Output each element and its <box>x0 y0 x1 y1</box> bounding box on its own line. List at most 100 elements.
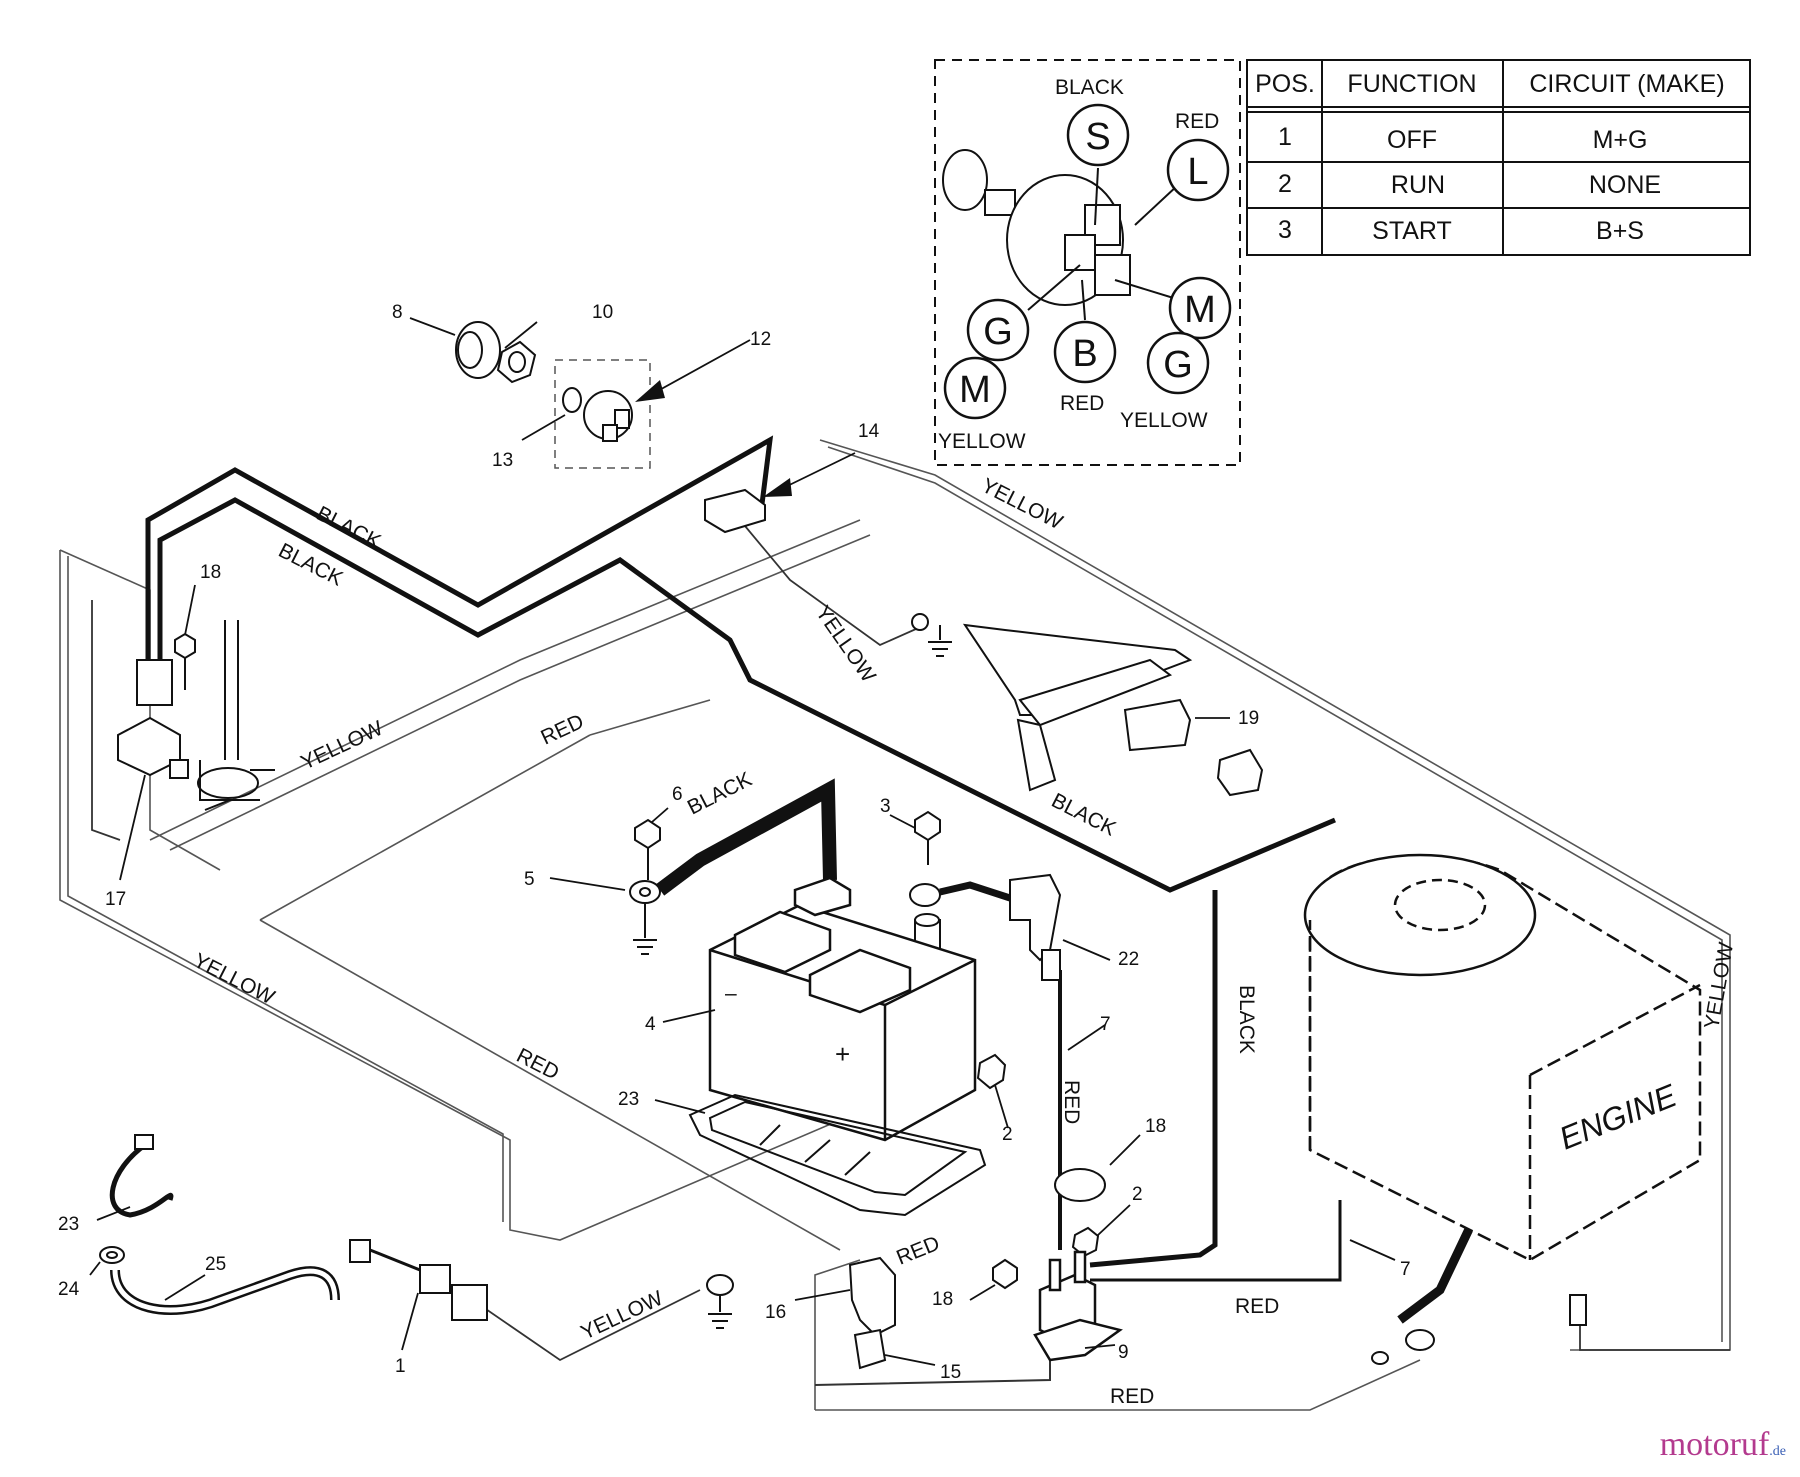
harness-wires <box>91 435 1730 1386</box>
part-23-tray <box>688 1093 987 1217</box>
part-number: 19 <box>1238 708 1259 729</box>
part-6-bolt <box>634 818 661 880</box>
black-wire-solenoid <box>1089 890 1218 1268</box>
part-16-clip <box>848 1256 896 1337</box>
table-cell: B+S <box>1596 217 1644 245</box>
part-number: 13 <box>492 450 513 471</box>
watermark-suffix: .de <box>1769 1444 1786 1459</box>
part-number: 25 <box>205 1254 226 1275</box>
wire-label-red: RED <box>1110 1385 1154 1408</box>
part-number: 6 <box>672 784 683 805</box>
part-3-bolt <box>914 810 941 865</box>
steering-column <box>197 620 275 811</box>
part-25-clamp <box>99 1246 125 1264</box>
table-cell: 3 <box>1278 216 1292 244</box>
watermark-brand: motoruf <box>1659 1426 1770 1463</box>
wire-label-black: BLACK <box>684 768 756 820</box>
part-number: 8 <box>392 302 403 323</box>
wire-label-red: RED <box>893 1232 943 1270</box>
ground-symbol <box>911 613 952 657</box>
part-number: 18 <box>932 1289 953 1310</box>
wire-label-black: BLACK <box>313 502 385 554</box>
circuit-table: POS. FUNCTION CIRCUIT (MAKE) 1 OFF M+G 2… <box>1246 59 1751 256</box>
wire-label-red: RED <box>1235 1295 1279 1318</box>
part-number: 10 <box>592 302 613 323</box>
part-26-hose <box>110 1266 340 1315</box>
wire-label-yellow: YELLOW <box>1700 941 1738 1031</box>
part-number: 5 <box>524 869 535 890</box>
svg-text:S: S <box>1085 116 1110 158</box>
part-8-bezel <box>455 321 501 379</box>
chassis-outline <box>59 439 1731 1411</box>
terminal-leaders <box>1027 167 1181 321</box>
part-15-clip <box>853 1328 887 1370</box>
arrow-heads <box>635 380 792 497</box>
engine-block <box>1303 853 1702 1262</box>
svg-text:G: G <box>1163 344 1193 386</box>
part-number: 3 <box>880 796 891 817</box>
part-2-nut <box>1071 1226 1100 1258</box>
part-13-key-switch <box>562 387 633 442</box>
terminal-m-right: M <box>1168 276 1232 340</box>
part-number: 23 <box>58 1214 79 1235</box>
part-19-switch <box>1123 698 1264 797</box>
terminal-s: S <box>1066 103 1130 167</box>
battery-negative-cable <box>655 778 837 896</box>
label-s-color: BLACK <box>1055 76 1124 99</box>
wire-label-black: BLACK <box>1235 985 1258 1054</box>
part-number-labels: 8 10 12 13 14 18 17 19 3 6 5 22 4 23 7 2… <box>58 302 1411 1383</box>
wire-label-yellow: YELLOW <box>190 949 279 1009</box>
yellow-wire-engine <box>1579 1325 1730 1351</box>
svg-text:G: G <box>983 311 1013 353</box>
black-wire-upper <box>145 435 774 660</box>
ignition-switch-inset: S L M G B G M BLACK RED RED YELLOW <box>934 59 1241 466</box>
watermark-logo: motoruf.de <box>1660 1426 1786 1464</box>
part-number: 17 <box>105 889 126 910</box>
part-22-boot <box>909 873 1062 981</box>
table-cell: RUN <box>1391 171 1445 199</box>
svg-text:M: M <box>959 369 991 411</box>
red-wire-starter <box>1090 1200 1342 1282</box>
wire-label-black: BLACK <box>275 539 347 591</box>
black-wire-lower <box>157 497 1336 893</box>
part-1-harness <box>349 1239 488 1321</box>
part-11-cap <box>1054 1168 1106 1202</box>
part-number: 16 <box>765 1302 786 1323</box>
wire-label-yellow: YELLOW <box>577 1287 666 1345</box>
table-header-circuit: CIRCUIT (MAKE) <box>1529 70 1724 98</box>
part-number: 14 <box>858 421 880 442</box>
part-number: 9 <box>1118 1342 1129 1363</box>
part-number: 15 <box>940 1362 961 1383</box>
part-number: 2 <box>1002 1124 1013 1145</box>
ground-symbol <box>706 1274 734 1329</box>
table-cell: M+G <box>1593 126 1648 154</box>
yellow-wire-bottom <box>479 1289 701 1362</box>
red-wire-bottom <box>814 1330 1051 1386</box>
part-10-nut <box>496 340 537 384</box>
svg-text:L: L <box>1187 151 1208 193</box>
engine-connector <box>1371 1294 1587 1365</box>
part-number: 24 <box>58 1279 80 1300</box>
terminal-g-left: G <box>966 298 1030 362</box>
part-number: 22 <box>1118 949 1139 970</box>
part-9-solenoid <box>1033 1250 1123 1362</box>
part-number: 2 <box>1132 1184 1143 1205</box>
part-number: 7 <box>1400 1259 1411 1280</box>
part-number: 1 <box>395 1356 406 1377</box>
part-24-cable-tie <box>109 1142 174 1218</box>
table-cell: NONE <box>1589 171 1661 199</box>
part-17-connector <box>117 659 189 779</box>
part-number: 12 <box>750 329 771 350</box>
part-12-box <box>554 359 651 469</box>
label-m-color: YELLOW <box>938 430 1026 453</box>
part-number: 23 <box>618 1089 639 1110</box>
ignition-switch-drawing <box>942 149 1131 306</box>
part-number: 7 <box>1100 1014 1111 1035</box>
terminal-l: L <box>1166 138 1230 202</box>
table-header-pos: POS. <box>1255 70 1315 98</box>
svg-text:B: B <box>1072 333 1097 375</box>
part-4-battery <box>708 876 977 1142</box>
terminal-b: B <box>1053 320 1117 384</box>
